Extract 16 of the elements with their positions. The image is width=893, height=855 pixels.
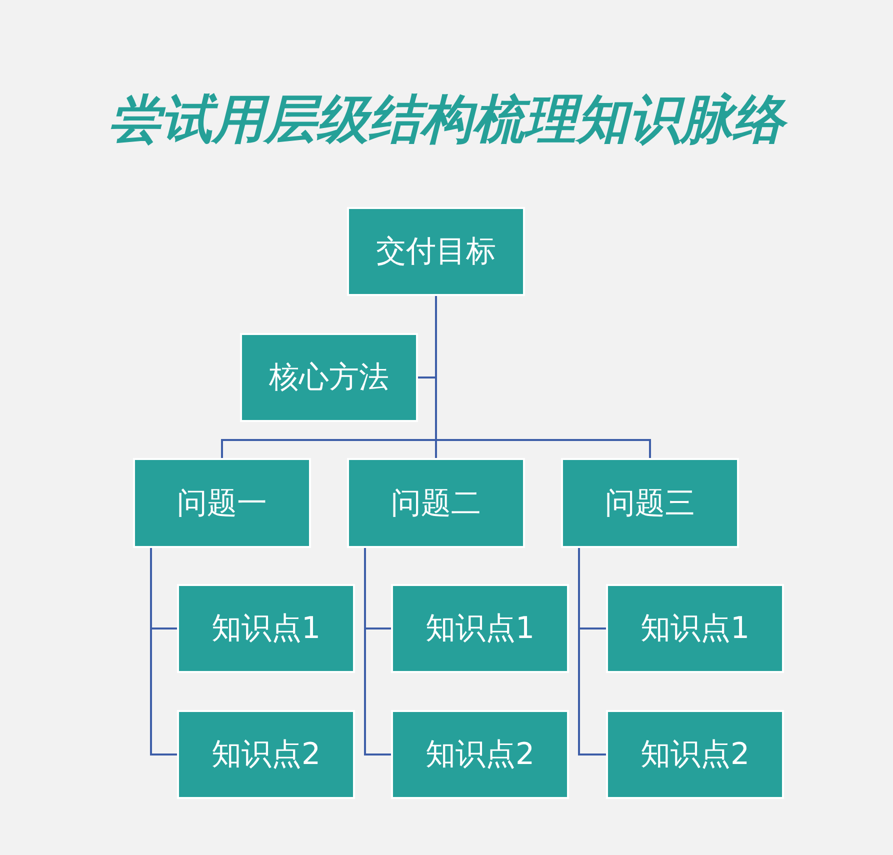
connector-line <box>150 548 177 756</box>
topic-box: 问题三 <box>561 458 739 548</box>
connector-line <box>364 548 391 756</box>
connector-line <box>435 296 651 458</box>
title: 尝试用层级结构梳理知识脉络 <box>0 88 893 152</box>
topic-box: 问题一 <box>133 458 311 548</box>
topic-box: 交付目标 <box>347 207 525 296</box>
topic-box: 知识点2 <box>177 710 355 799</box>
topic-box: 核心方法 <box>240 333 418 422</box>
topic-box: 知识点1 <box>391 584 569 673</box>
connector-line <box>578 548 606 756</box>
topic-box: 知识点2 <box>606 710 784 799</box>
topic-box: 知识点1 <box>606 584 784 673</box>
topic-box: 问题二 <box>347 458 525 548</box>
topic-box: 知识点2 <box>391 710 569 799</box>
topic-box: 知识点1 <box>177 584 355 673</box>
